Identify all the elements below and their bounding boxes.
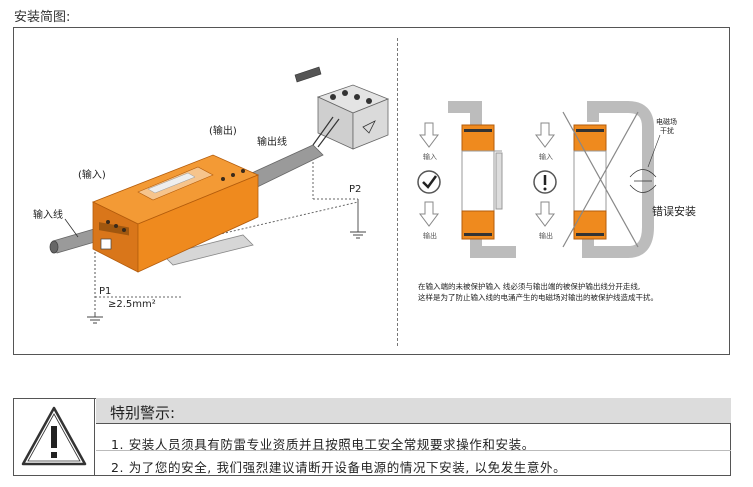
note-line-1: 在输入端的未被保护输入 线必须与输出端的被保护输出线分开走线, [418,282,641,291]
installation-diagram: 输入线 (输入) (输出) 输出线 P2 P1 ≥2.5mm² [33,66,390,324]
diagram-divider [397,38,398,346]
arrow-down-icon [535,122,555,148]
wiring-comparison-diagram: 输入 输出 输入 输出 [417,101,696,258]
arrow-down-icon [535,201,555,227]
arrow-out-label: 输出 [423,231,437,240]
note-line-2: 这样是为了防止输入线的电涌产生的电磁场对输出的被保护线造成干扰。 [418,293,658,302]
label-p2: P2 [349,184,361,195]
label-p1: P1 [99,286,111,297]
arrow-in-label: 输入 [423,152,437,161]
wrong-install-label: 错误安装 [652,204,696,218]
checkmark-icon [417,170,441,194]
section-title: 安装简图: [14,10,71,25]
warning-triangle-icon [21,406,87,466]
warning-line-1: 1. 安装人员须具有防雷专业资质并且按照电工安全常规要求操作和安装。 [111,437,535,452]
correct-install-group: 输入 输出 [417,101,516,258]
diagram-frame [13,27,730,355]
arrow-down-icon [419,201,439,227]
arrow-in-label-2: 输入 [539,152,553,161]
ground-symbol-p1 [87,316,103,324]
label-wire-size: ≥2.5mm² [108,299,156,310]
em-field-label-2: 干扰 [660,126,674,135]
junction-box [294,66,390,150]
warning-icon-cell [13,398,95,476]
din-rail [162,234,254,266]
ground-symbol-p2 [350,231,366,239]
label-input: (输入) [78,168,106,181]
wrong-install-group: 输入 输出 电磁场 干扰 错误安装 [533,101,696,258]
label-input-wire: 输入线 [33,208,63,221]
em-field-label-1: 电磁场 [656,117,677,126]
wiring-note: 在输入端的未被保护输入 线必须与输出端的被保护输出线分开走线, 这样是为了防止输… [418,281,718,303]
surge-protector-device [92,154,260,273]
label-output: (输出) [209,124,237,137]
warning-title: 特别警示: [110,404,176,422]
warning-header [96,398,731,424]
warning-line-2: 2. 为了您的安全, 我们强烈建议请断开设备电源的情况下安装, 以免发生意外。 [111,460,567,475]
arrow-out-label-2: 输出 [539,231,553,240]
warning-row-separator [96,450,731,451]
label-output-wire: 输出线 [257,135,287,148]
arrow-down-icon [419,122,439,148]
